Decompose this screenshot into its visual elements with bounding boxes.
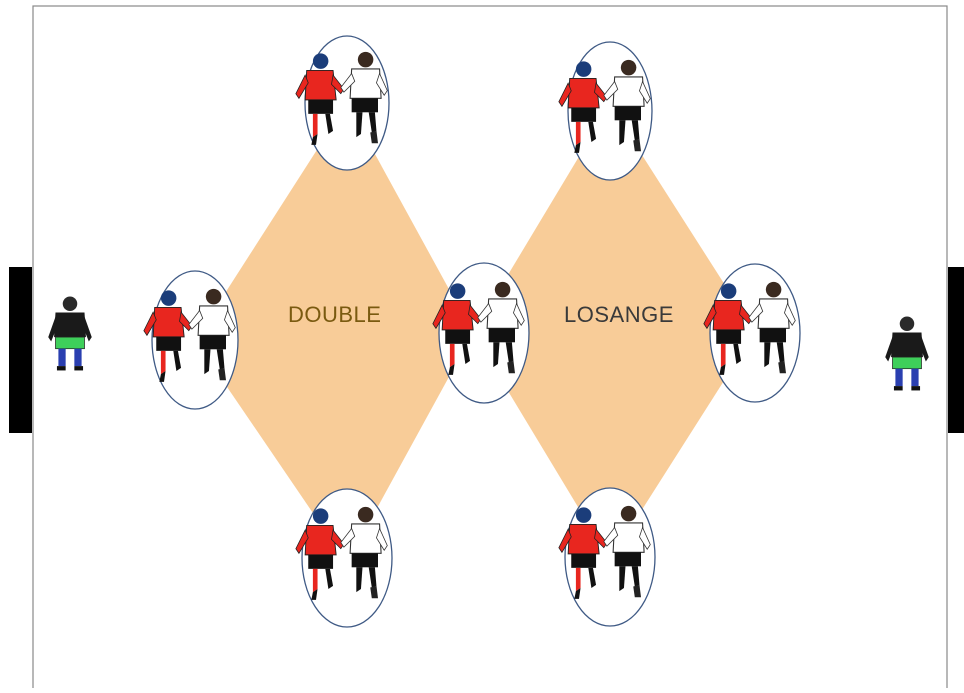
pair-right-right [703,263,801,403]
right-goal [948,267,964,433]
pair-left-bottom [295,488,393,628]
pair-left-left [143,270,239,410]
losange-label: LOSANGE [564,302,674,327]
pair-left-top [295,35,390,171]
double-diamond [195,103,473,563]
double-label: DOUBLE [288,302,382,327]
losange-diamond [473,105,755,560]
pair-right-bottom [558,487,656,627]
pair-right-top [558,41,653,181]
left-goal [9,267,32,433]
pair-center [432,262,530,404]
